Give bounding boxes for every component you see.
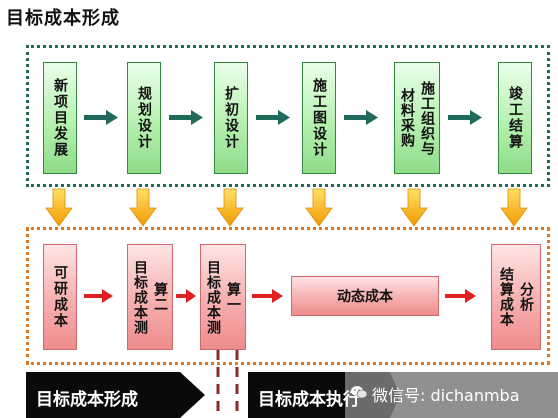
arrow-right-icon [448, 110, 482, 125]
banner-arrow-left [26, 372, 205, 418]
step-label: 施工组织与 [419, 80, 435, 156]
arrow-right-icon [169, 110, 203, 125]
cost-dynamic: 动态成本 [291, 276, 439, 316]
cost-settlement-analysis: 结算成本 分析 [491, 244, 541, 350]
step-construction-drawing: 施工图设计 [302, 62, 336, 174]
arrow-right-icon [84, 289, 113, 303]
arrow-right-icon [344, 110, 378, 125]
arrow-right-icon [256, 110, 290, 125]
cost-label: 算二 [152, 282, 168, 312]
cost-label: 结算成本 [498, 267, 514, 327]
cost-label: 分析 [518, 282, 534, 312]
arrow-down-icon [305, 188, 333, 227]
step-label: 扩初设计 [223, 86, 239, 150]
step-planning-design: 规划设计 [127, 62, 161, 174]
banner-formation-label: 目标成本形成 [36, 390, 138, 410]
arrow-right-icon [252, 289, 283, 303]
cost-label: 目标成本测 [205, 259, 221, 335]
step-label: 材料采购 [399, 88, 415, 148]
bottom-frame [26, 227, 550, 365]
arrow-down-icon [216, 188, 244, 227]
watermark-band [345, 372, 558, 418]
watermark-text: 微信号: dichanmba [372, 386, 520, 405]
cost-label: 算一 [225, 282, 241, 312]
top-frame [26, 45, 550, 187]
step-label: 规划设计 [136, 86, 152, 150]
cost-label: 动态成本 [337, 289, 393, 305]
step-procurement-organization: 材料采购 施工组织与 [394, 62, 440, 174]
arrow-down-icon [45, 188, 73, 227]
arrow-down-icon [500, 188, 528, 227]
arrow-right-icon [84, 110, 118, 125]
arrow-down-icon [400, 188, 428, 227]
arrow-down-icon [129, 188, 157, 227]
step-label: 施工图设计 [311, 78, 327, 158]
cost-label: 目标成本测 [132, 259, 148, 335]
step-label: 新项目发展 [52, 78, 68, 158]
step-new-project: 新项目发展 [43, 62, 77, 174]
step-label: 竣工结算 [507, 86, 523, 150]
arrow-right-icon [445, 289, 476, 303]
arrow-right-icon [176, 289, 196, 303]
banner-execution-label: 目标成本执行 [258, 390, 360, 410]
cost-feasibility: 可研成本 [43, 244, 77, 350]
wechat-icon [350, 383, 368, 401]
cost-label: 可研成本 [52, 265, 68, 329]
step-preliminary-design: 扩初设计 [214, 62, 248, 174]
cost-target-estimate-1: 目标成本测 算一 [200, 244, 246, 350]
step-completion-settlement: 竣工结算 [498, 62, 532, 174]
cost-target-estimate-2: 目标成本测 算二 [127, 244, 173, 350]
page-title: 目标成本形成 [6, 8, 120, 29]
